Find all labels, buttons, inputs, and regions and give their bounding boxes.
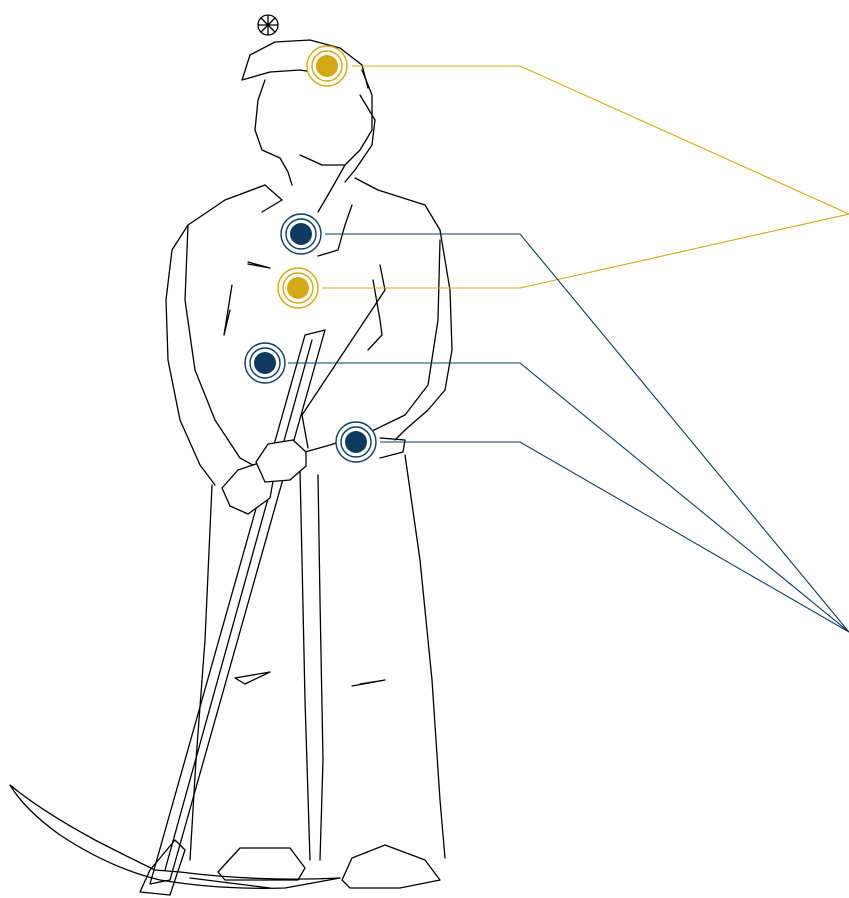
pickaxe-collar: [140, 840, 185, 895]
concentric-circle-marker-icon: [287, 277, 309, 299]
hair-back: [345, 95, 375, 182]
leader-lines: [288, 66, 849, 632]
leader-collar: [325, 234, 849, 632]
helmet: [242, 40, 368, 88]
hotspot-collar[interactable]: [281, 214, 321, 254]
hotspot-left-waist[interactable]: [245, 343, 285, 383]
right-hand: [380, 438, 405, 458]
sleeve-fold: [248, 262, 270, 268]
lapel-fold: [318, 205, 352, 256]
knee-crease-right: [352, 680, 385, 686]
concentric-circle-marker-icon: [316, 55, 338, 77]
miner-figure: [10, 15, 452, 895]
leader-left-waist: [288, 363, 849, 632]
collar-left: [262, 185, 282, 212]
left-arm: [185, 225, 262, 470]
hotspot-chest[interactable]: [278, 268, 318, 308]
lower-left-hand: [256, 440, 306, 482]
head-hair: [255, 70, 372, 185]
left-boot: [218, 848, 305, 880]
leader-right-hip: [380, 442, 849, 632]
leader-chest: [322, 214, 849, 288]
concentric-circle-marker-icon: [254, 352, 276, 374]
concentric-circle-marker-icon: [290, 223, 312, 245]
chest-fold-left: [224, 285, 232, 335]
helmet-lamp-rays: [258, 15, 278, 35]
hotspot-right-hip[interactable]: [336, 422, 376, 462]
leader-helmet-lamp: [352, 66, 849, 214]
right-boot: [342, 845, 440, 888]
hotspot-helmet-lamp[interactable]: [307, 46, 347, 86]
chest-fold-right: [368, 280, 382, 350]
collar-right: [318, 165, 345, 212]
pickaxe-handle-inner: [165, 340, 312, 870]
concentric-circle-marker-icon: [345, 431, 367, 453]
trousers-outline: [190, 455, 445, 860]
knee-crease-left: [235, 672, 270, 684]
